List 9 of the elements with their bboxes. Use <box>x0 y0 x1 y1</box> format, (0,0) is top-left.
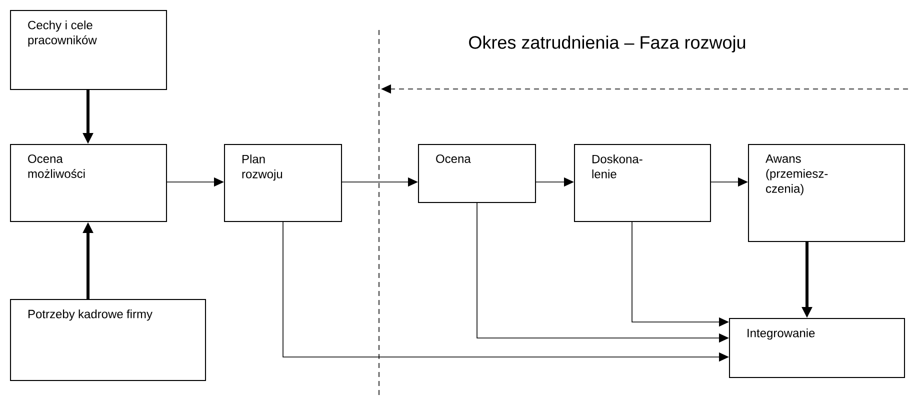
process-box: Doskona- lenie <box>574 144 711 222</box>
process-box: Potrzeby kadrowe firmy <box>10 299 206 381</box>
process-box: Awans (przemiesz- czenia) <box>748 144 905 242</box>
process-box: Cechy i cele pracowników <box>10 10 167 90</box>
process-box: Plan rozwoju <box>224 144 342 222</box>
process-box: Ocena <box>418 144 536 203</box>
phase-title: Okres zatrudnienia – Faza rozwoju <box>469 36 746 52</box>
process-box: Integrowanie <box>729 318 905 378</box>
process-box: Ocena możliwości <box>10 144 167 222</box>
